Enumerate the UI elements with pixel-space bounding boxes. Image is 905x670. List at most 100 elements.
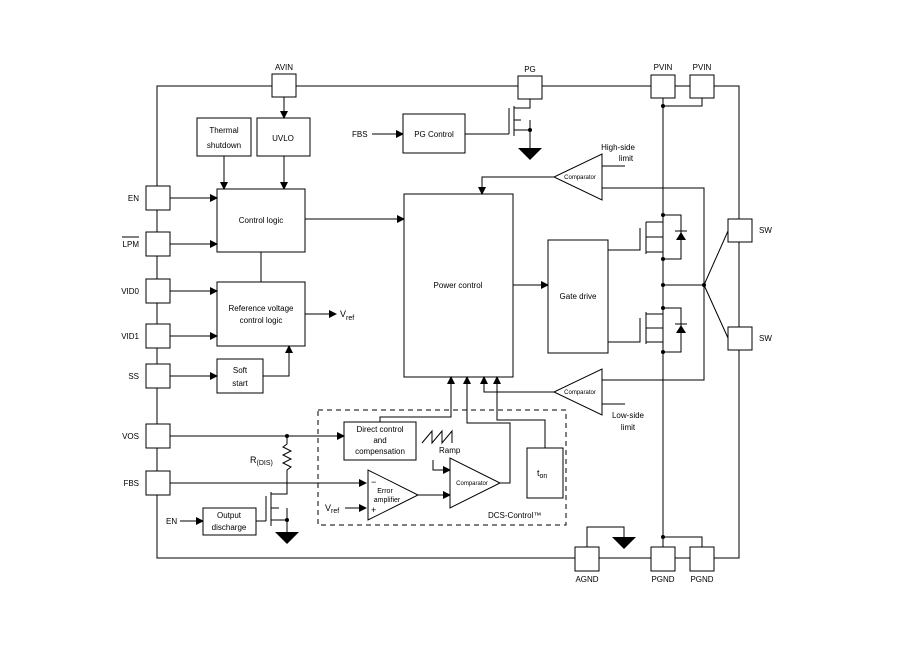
wire-direct-comparator — [432, 460, 451, 474]
pin-en — [145, 185, 171, 211]
pin-pg — [517, 75, 543, 100]
dcs-control-region — [317, 409, 567, 526]
ref-line2: control logic — [240, 316, 283, 325]
agnd-ground-symbol — [612, 537, 636, 549]
pin-vos — [145, 423, 171, 449]
low-side-mosfet — [608, 285, 687, 356]
pin-agnd-label: AGND — [575, 575, 598, 584]
pin-sw-2-label: SW — [759, 334, 772, 343]
fbs-external-label: FBS — [352, 130, 368, 139]
pin-pgnd-1-label: PGND — [651, 575, 674, 584]
low-side-line1: Low-side — [612, 411, 645, 420]
wire-pvin2 — [663, 98, 703, 107]
wire-softstart-ref — [263, 345, 293, 377]
wire-lowcomp-power — [480, 376, 554, 393]
high-side-line2: limit — [619, 154, 634, 163]
erroramp-minus: − — [371, 477, 376, 487]
pin-pvin-1-label: PVIN — [654, 63, 673, 72]
high-side-mosfet — [608, 213, 687, 285]
pin-vid0-label: VID0 — [121, 287, 139, 296]
thermal-line1: Thermal — [209, 126, 239, 135]
pin-pgnd-2 — [689, 546, 715, 572]
pin-avin-label: AVIN — [275, 63, 293, 72]
wire-agnd — [586, 526, 625, 547]
wire-highcomp-sense — [602, 187, 705, 285]
pin-vid1-label: VID1 — [121, 332, 139, 341]
pg-mosfet — [508, 99, 532, 148]
pin-avin — [271, 73, 297, 98]
high-side-line1: High-side — [601, 143, 635, 152]
high-side-comparator — [552, 153, 603, 201]
power-control-block — [403, 193, 514, 378]
output-line1: Output — [217, 511, 242, 520]
pin-pgnd-1 — [650, 546, 676, 572]
pin-agnd — [574, 546, 600, 572]
wire-pgnd2 — [663, 536, 703, 547]
wire-direct-power — [379, 376, 455, 422]
direct-line2: and — [373, 436, 386, 445]
control-logic-label: Control logic — [239, 216, 283, 225]
error-line1: Error — [377, 488, 393, 495]
ramp-label: Ramp — [439, 446, 461, 455]
pin-vid0 — [145, 278, 171, 304]
pin-pg-label: PG — [524, 65, 536, 74]
chip-outline — [156, 85, 740, 559]
dcs-control-label: DCS-Control™ — [488, 511, 541, 520]
wire-ton-power — [493, 376, 546, 448]
discharge-ground-symbol — [275, 532, 299, 544]
pin-vos-label: VOS — [122, 432, 139, 441]
erroramp-plus: + — [371, 505, 376, 515]
low-side-comparator — [552, 368, 603, 416]
pin-sw-1 — [727, 218, 753, 243]
pin-pvin-2 — [689, 74, 715, 99]
pin-ss — [145, 363, 171, 389]
wire-sw2 — [703, 284, 729, 339]
pin-ss-label: SS — [128, 372, 139, 381]
pin-fbs — [145, 470, 171, 496]
discharge-mosfet — [265, 490, 289, 532]
pin-sw-2 — [727, 326, 753, 351]
ton-label: ton — [537, 468, 547, 480]
pin-pvin-2-label: PVIN — [693, 63, 712, 72]
main-comparator — [449, 457, 502, 509]
pin-vid1 — [145, 323, 171, 349]
vref-label: Vref — [340, 309, 354, 322]
wire-comparator-power — [463, 376, 511, 484]
pg-ground-symbol — [518, 148, 542, 160]
thermal-line2: shutdown — [207, 141, 241, 150]
ref-line1: Reference voltage — [229, 304, 294, 313]
error-amplifier — [367, 469, 420, 521]
low-side-line2: limit — [621, 423, 636, 432]
pin-pvin-1 — [650, 74, 676, 99]
comparator-main-label: Comparator — [456, 481, 488, 487]
pin-lpm — [145, 231, 171, 257]
en-external-label: EN — [166, 517, 177, 526]
rdis-resistor — [281, 436, 293, 490]
uvlo-block — [256, 117, 311, 157]
power-control-label: Power control — [434, 281, 483, 290]
wire-lowcomp-sense — [602, 285, 705, 381]
pg-control-block — [402, 113, 466, 154]
soft-line1: Soft — [233, 366, 248, 375]
gate-drive-block — [547, 239, 609, 354]
pin-fbs-label: FBS — [123, 479, 139, 488]
wire-sw1 — [703, 230, 729, 286]
comparator-high-label: Comparator — [564, 175, 596, 181]
reference-voltage-block — [216, 281, 306, 347]
comparator-low-label: Comparator — [564, 390, 596, 396]
direct-line1: Direct control — [356, 425, 403, 434]
pin-pgnd-2-label: PGND — [690, 575, 713, 584]
vref2-label: Vref — [325, 503, 339, 515]
wire-highcomp-power — [478, 176, 554, 195]
soft-line2: start — [232, 379, 248, 388]
direct-line3: compensation — [355, 447, 405, 456]
gate-drive-label: Gate drive — [560, 292, 597, 301]
pin-sw-1-label: SW — [759, 226, 772, 235]
thermal-shutdown-block — [196, 117, 252, 157]
error-line2: amplifier — [374, 497, 401, 504]
ramp-waveform — [421, 429, 453, 445]
pin-en-label: EN — [128, 194, 139, 203]
pin-lpm-label: LPM — [123, 240, 140, 249]
uvlo-label: UVLO — [272, 134, 294, 143]
